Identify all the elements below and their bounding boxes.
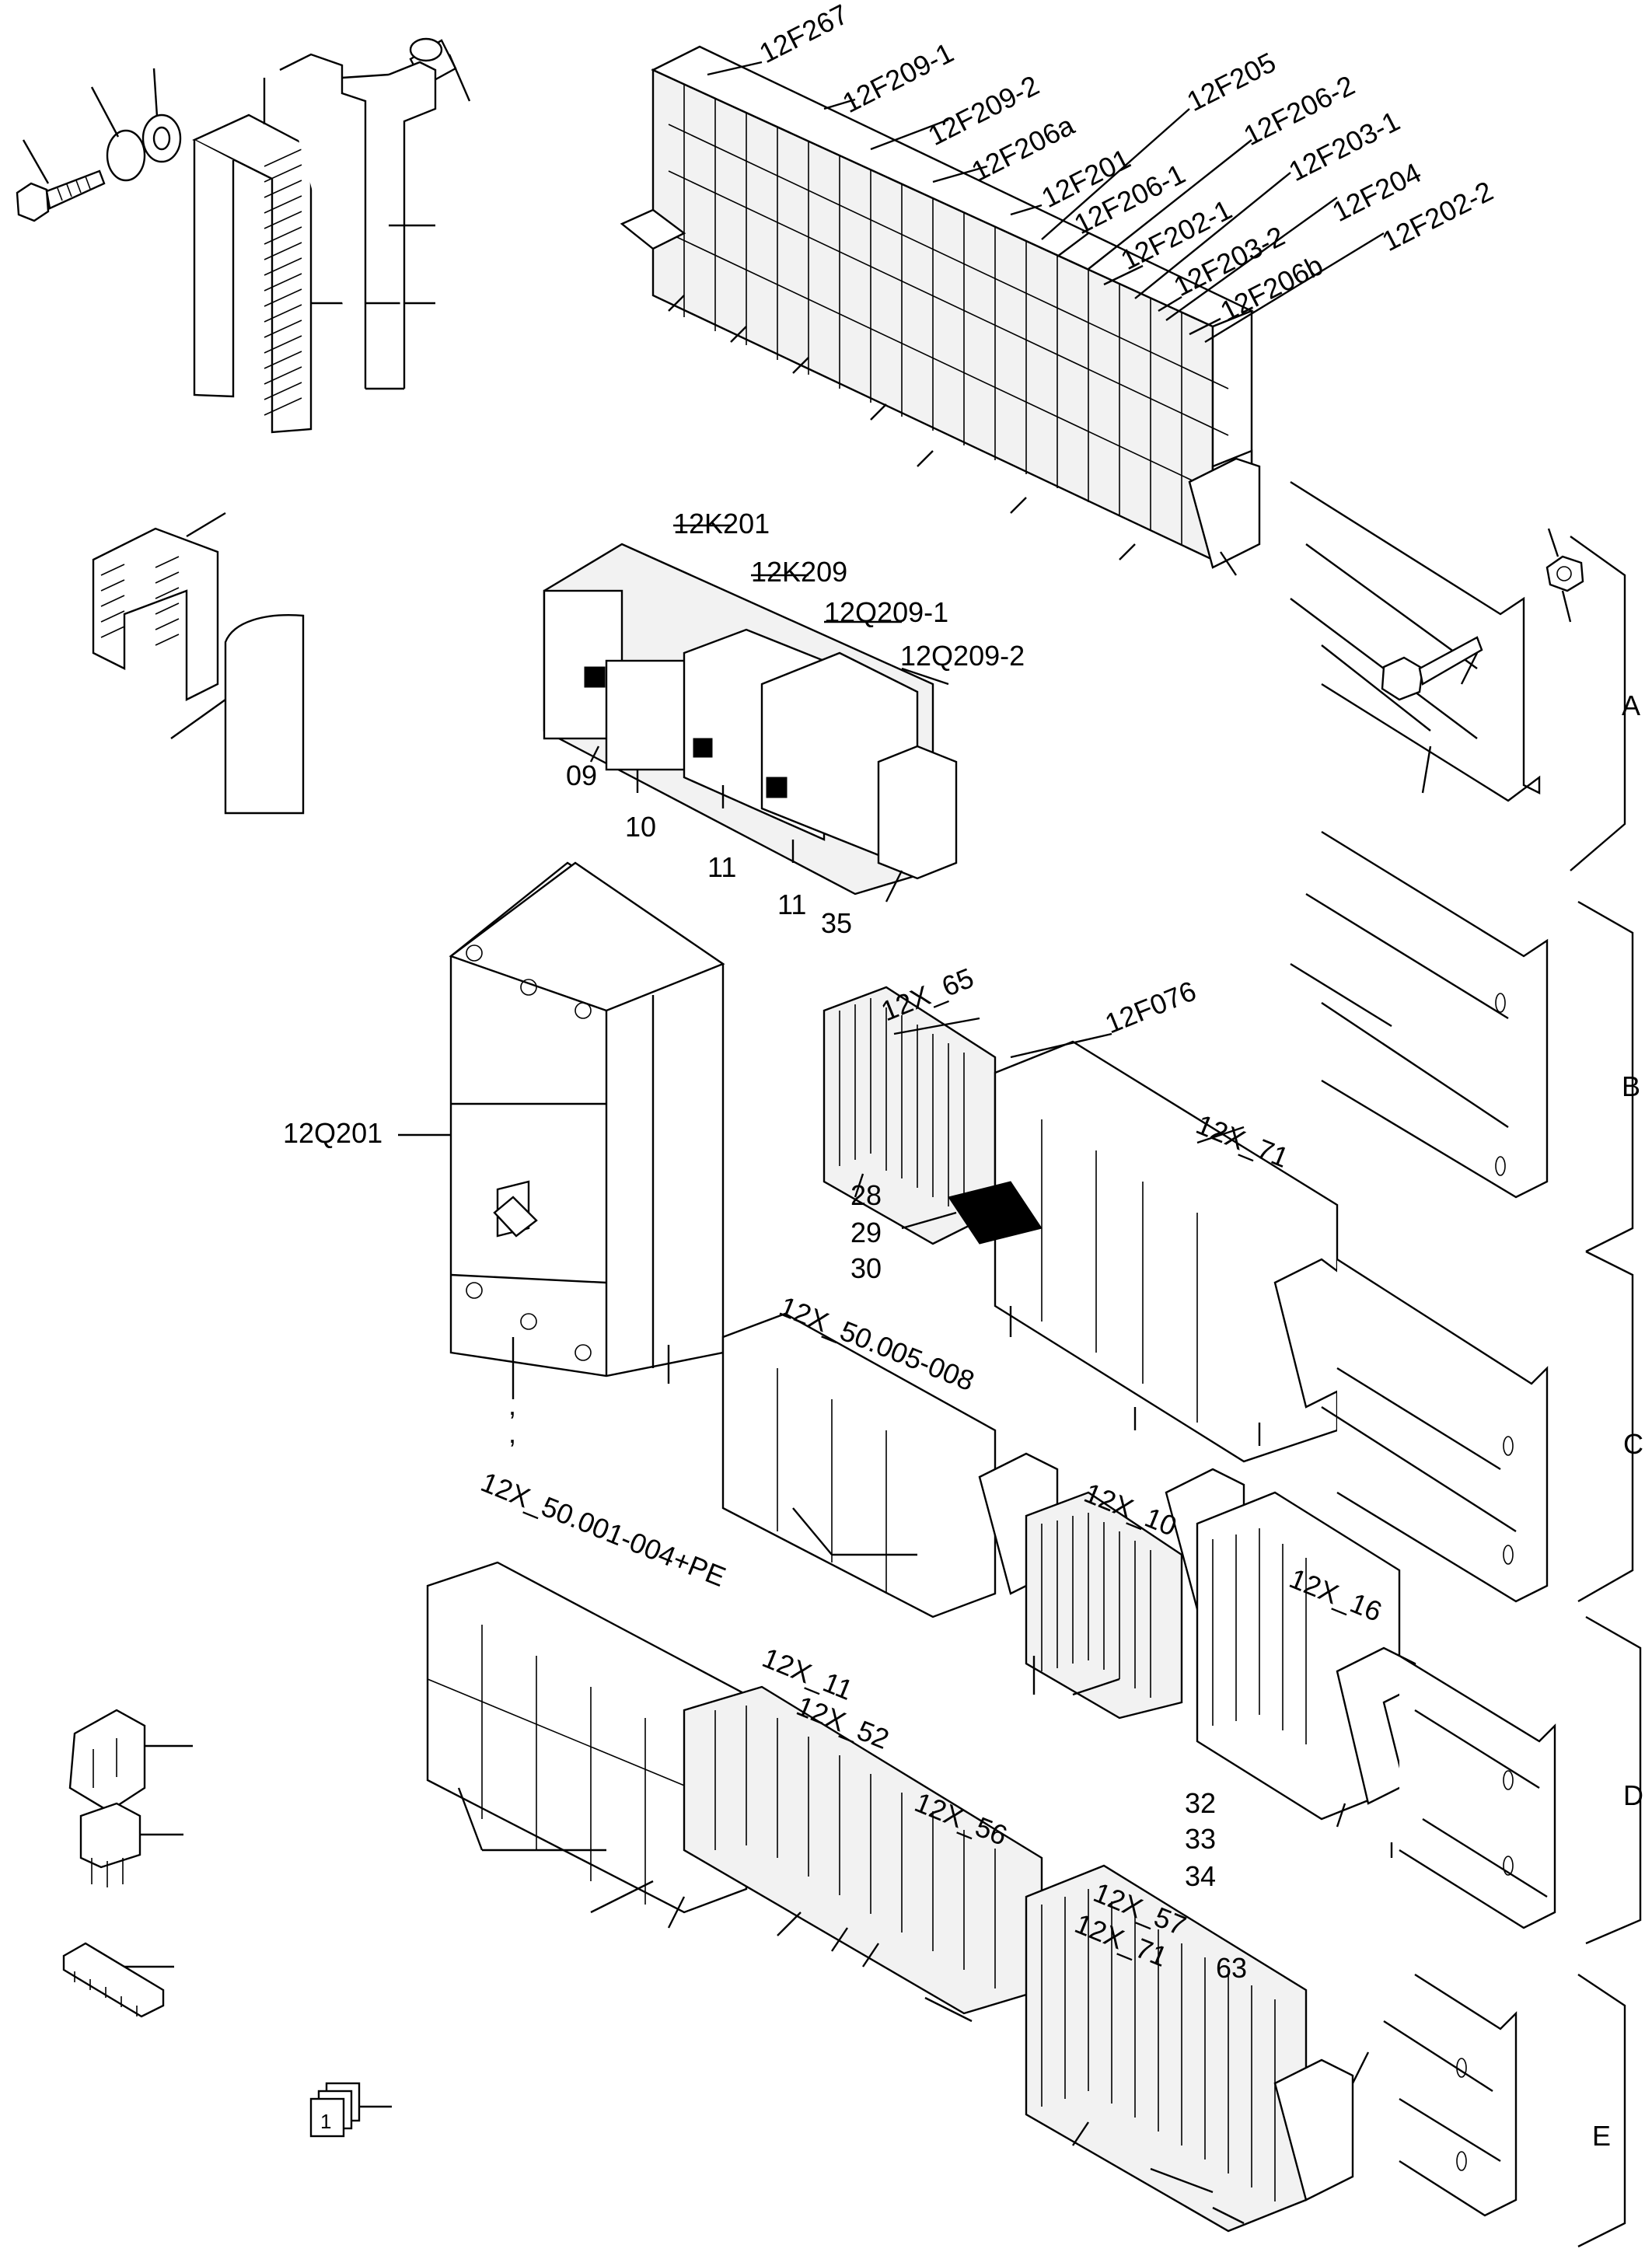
rail-nut-icon xyxy=(1545,528,1584,623)
item-35: 35 xyxy=(821,907,852,939)
label-12Q209-2: 12Q209-2 xyxy=(900,640,1025,672)
terminal-strip-12x-57-71 xyxy=(1025,1864,1370,2233)
comb-bar-icon xyxy=(62,1942,174,2018)
contactor-labels: 12K201 12K209 12Q209-1 12Q209-2 09 10 11… xyxy=(566,508,1025,939)
label-12F076: 12F076 xyxy=(1101,975,1201,1040)
label-12K201: 12K201 xyxy=(673,508,770,539)
circuit-breaker-row xyxy=(620,45,1385,576)
jumper-bridge-icon xyxy=(79,1802,183,1887)
section-A: A xyxy=(1622,690,1640,721)
section-brackets xyxy=(1570,536,1642,2248)
bolt-icon xyxy=(16,139,106,222)
label-12Q201: 12Q201 xyxy=(283,1117,382,1149)
item-29: 29 xyxy=(850,1217,882,1248)
section-letters: A B C D E xyxy=(1592,690,1643,2152)
label-12F205: 12F205 xyxy=(1182,46,1280,117)
item-10: 10 xyxy=(625,811,656,843)
accessory-mark-1: , xyxy=(508,1389,516,1421)
item-11-b: 11 xyxy=(777,889,806,920)
callout-lines xyxy=(668,61,1385,576)
item-28: 28 xyxy=(850,1179,882,1211)
item-34: 34 xyxy=(1185,1860,1216,1892)
item-30: 30 xyxy=(850,1252,882,1284)
contactor-assembly xyxy=(543,524,958,903)
slotted-upright-icon xyxy=(192,78,435,434)
cover-strip-icon xyxy=(170,614,305,815)
marker-number: 1 xyxy=(320,2110,331,2133)
accessory-mark-2: , xyxy=(508,1417,516,1449)
mounting-hardware xyxy=(16,37,471,434)
section-C: C xyxy=(1623,1428,1643,1460)
section-D: D xyxy=(1623,1779,1643,1811)
rail-bolt-icon xyxy=(1381,636,1483,701)
clip-bracket-icon xyxy=(92,512,226,701)
marker-stack-icon xyxy=(309,2082,392,2138)
item-09: 09 xyxy=(566,759,597,791)
channel-profile-icon xyxy=(279,53,437,390)
label-12F267: 12F267 xyxy=(754,0,853,69)
label-12F209-1: 12F209-1 xyxy=(837,37,959,119)
lock-washer-icon xyxy=(141,68,182,163)
washer-icon xyxy=(90,86,146,182)
label-63: 63 xyxy=(1216,1952,1247,1984)
terminal-block-group-upper xyxy=(823,986,1354,1463)
item-32: 32 xyxy=(1185,1787,1216,1819)
label-12K209: 12K209 xyxy=(751,556,847,588)
label-12Q209-1: 12Q209-1 xyxy=(824,596,948,628)
din-rails xyxy=(1290,480,1584,2217)
terminal-block-50-001-004-PE xyxy=(426,1561,748,1929)
angle-bracket-icon xyxy=(68,1709,193,1813)
section-E: E xyxy=(1592,2120,1611,2152)
main-breaker xyxy=(398,861,725,1399)
item-11-a: 11 xyxy=(707,851,736,883)
item-33: 33 xyxy=(1185,1823,1216,1855)
section-B: B xyxy=(1622,1070,1640,1102)
